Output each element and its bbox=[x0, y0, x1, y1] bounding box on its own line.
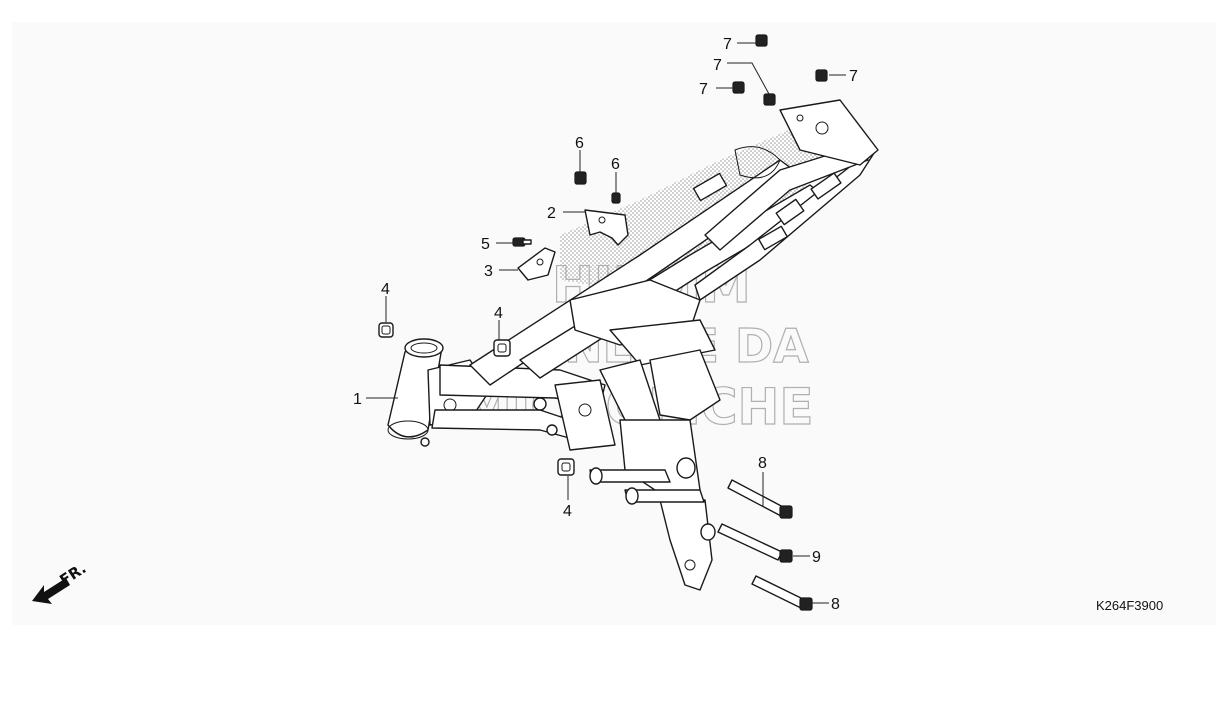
callout-7-upper-right: 7 bbox=[849, 68, 858, 85]
callout-6-left: 6 bbox=[575, 135, 584, 152]
nut-part-7c bbox=[732, 81, 745, 94]
nut-part-6a bbox=[574, 171, 587, 185]
callout-numbers: 1 2 3 4 4 4 5 6 6 7 7 7 7 8 8 9 bbox=[353, 36, 858, 613]
callout-1: 1 bbox=[353, 391, 362, 408]
arrow-icon bbox=[32, 578, 70, 604]
callout-2: 2 bbox=[547, 205, 556, 222]
callout-4-middle: 4 bbox=[494, 305, 503, 322]
callout-9: 9 bbox=[812, 549, 821, 566]
bolt-part-9 bbox=[717, 523, 793, 563]
diagram-code: K264F3900 bbox=[1096, 598, 1163, 613]
callout-8-upper: 8 bbox=[758, 455, 767, 472]
callout-8-lower: 8 bbox=[831, 596, 840, 613]
callout-4-top-left: 4 bbox=[381, 281, 390, 298]
bracket-part-2 bbox=[584, 209, 629, 246]
callout-5: 5 bbox=[481, 236, 490, 253]
collar-part-4c bbox=[557, 458, 575, 476]
bolt-part-8b bbox=[751, 575, 813, 611]
callout-7-top: 7 bbox=[723, 36, 732, 53]
callout-3: 3 bbox=[484, 263, 493, 280]
stay-part-3 bbox=[517, 247, 556, 281]
nut-part-7b bbox=[815, 69, 828, 82]
nut-part-6b bbox=[611, 192, 621, 204]
callout-7-lower: 7 bbox=[699, 81, 708, 98]
collar-part-4b bbox=[493, 339, 511, 357]
leader-lines bbox=[366, 42, 846, 604]
callout-6-right: 6 bbox=[611, 156, 620, 173]
collar-part-4a bbox=[378, 322, 394, 338]
frame-body bbox=[387, 99, 879, 591]
front-direction-arrow: FR. bbox=[32, 559, 89, 604]
bolt-part-5 bbox=[512, 237, 532, 247]
callout-7-mid: 7 bbox=[713, 57, 722, 74]
bolt-part-8a bbox=[727, 479, 793, 519]
callout-4-bottom: 4 bbox=[563, 503, 572, 520]
nut-part-7d bbox=[763, 93, 776, 106]
nut-part-7a bbox=[755, 34, 768, 47]
